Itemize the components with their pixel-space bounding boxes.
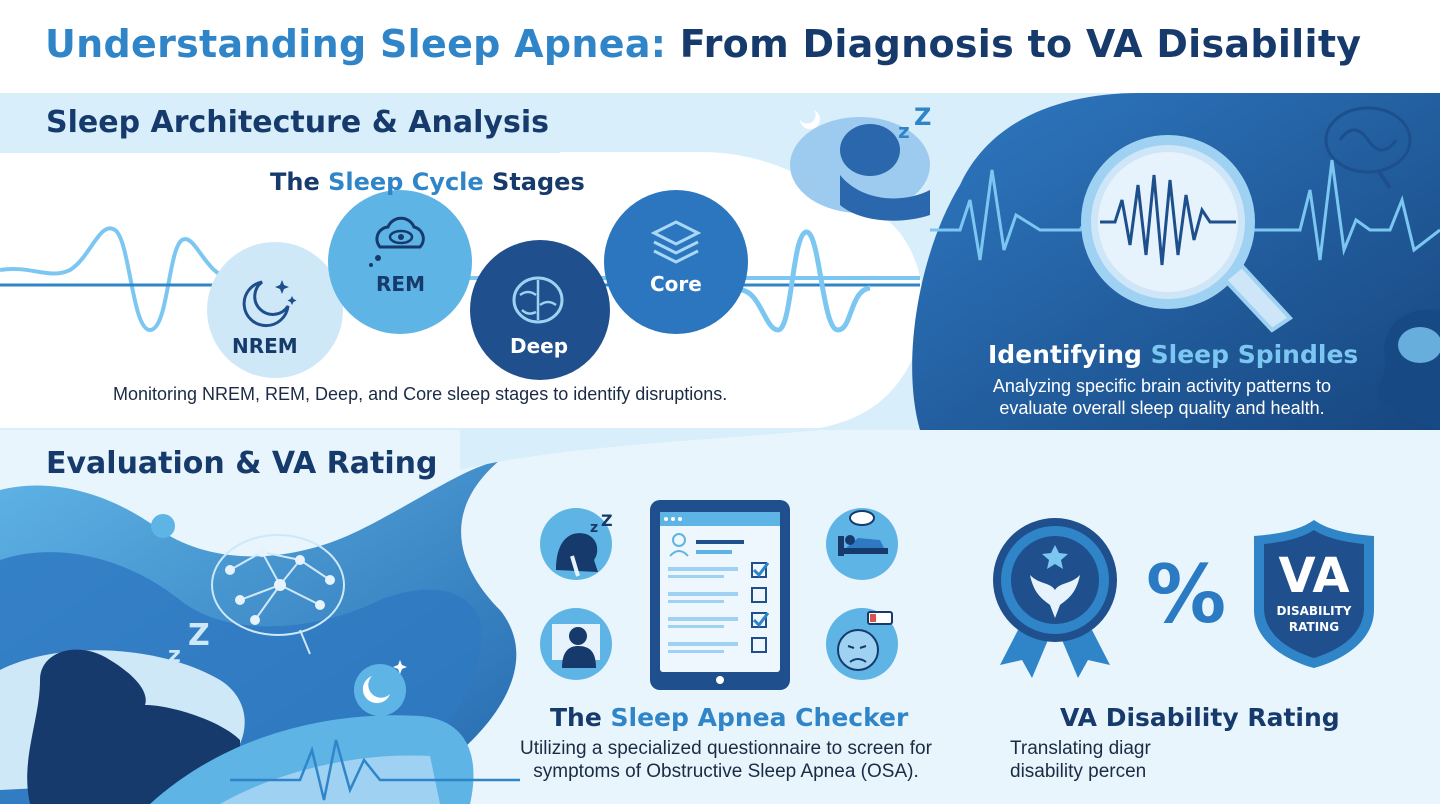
percent-icon: %: [1146, 548, 1227, 641]
page-title-accent: Understanding Sleep Apnea:: [45, 22, 667, 66]
va-description-line1: Translating diagr: [1010, 738, 1151, 759]
sleep-spindles-title-prefix: Identifying: [988, 340, 1151, 369]
sleep-spindles-description: Analyzing specific brain activity patter…: [992, 376, 1332, 418]
page-title: Understanding Sleep Apnea: From Diagnosi…: [45, 22, 1361, 66]
stage-label-rem: REM: [376, 272, 425, 296]
svg-text:Z: Z: [601, 511, 613, 530]
va-shield-subtitle: DISABILITY RATING: [1262, 603, 1366, 635]
svg-text:z: z: [898, 119, 910, 143]
sleep-spindles-title: Identifying Sleep Spindles: [988, 340, 1358, 369]
va-disability-rating-description: Translating diagr disability percen: [1010, 738, 1370, 784]
stage-label-core: Core: [650, 272, 702, 296]
stage-label-deep: Deep: [510, 334, 569, 358]
sleep-architecture-heading: Sleep Architecture & Analysis: [46, 105, 549, 140]
va-shield-line2: RATING: [1288, 620, 1340, 635]
sleep-spindles-title-accent: Sleep Spindles: [1150, 340, 1359, 369]
sleep-cycle-title-accent: Sleep Cycle: [328, 168, 484, 196]
va-shield-line1: DISABILITY: [1276, 604, 1352, 618]
checker-title-prefix: The: [550, 703, 611, 732]
svg-text:Z: Z: [188, 618, 210, 653]
sleep-apnea-checker-title: The Sleep Apnea Checker: [550, 703, 908, 732]
stage-label-nrem: NREM: [232, 334, 298, 358]
svg-text:Z: Z: [914, 103, 931, 131]
sleep-cycle-title-suffix: Stages: [483, 168, 585, 196]
sleep-cycle-title-prefix: The: [270, 168, 329, 196]
va-shield-main: VA: [1278, 548, 1350, 604]
sleep-cycle-caption: Monitoring NREM, REM, Deep, and Core sle…: [113, 384, 728, 404]
checker-title-accent: Sleep Apnea Checker: [610, 703, 909, 732]
va-disability-rating-title: VA Disability Rating: [1060, 703, 1340, 732]
page-title-rest: From Diagnosis to VA Disability: [666, 22, 1362, 66]
sleep-cycle-title: The Sleep Cycle Stages: [270, 168, 585, 196]
svg-text:z: z: [590, 520, 598, 536]
evaluation-heading: Evaluation & VA Rating: [46, 446, 438, 481]
sleep-apnea-checker-description: Utilizing a specialized questionnaire to…: [520, 738, 932, 782]
va-description-line2: disability percen: [1010, 760, 1147, 782]
